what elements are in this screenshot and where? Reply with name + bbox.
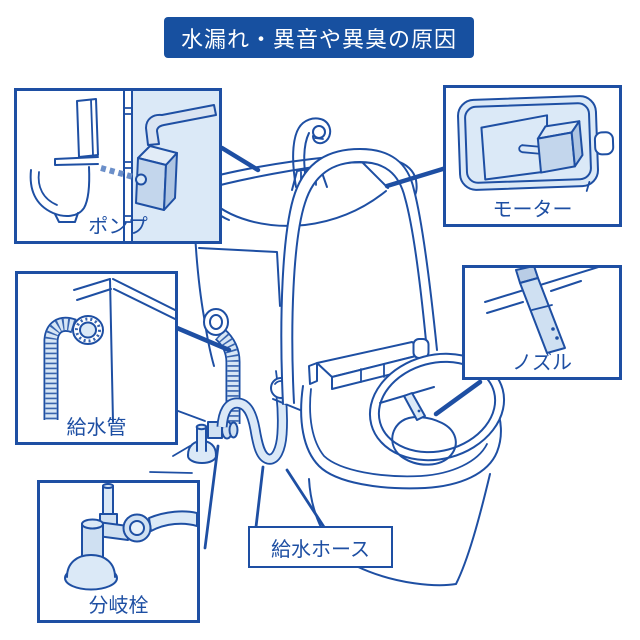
control-panel xyxy=(308,338,430,390)
hidden-pipe-dashes xyxy=(100,165,138,181)
diagram-title-banner: 水漏れ・異音や異臭の原因 xyxy=(164,17,474,58)
callout-branch-valve: 分岐栓 xyxy=(37,480,200,623)
leader-line-nozzle xyxy=(433,379,483,417)
pump-illustration xyxy=(29,91,219,241)
callout-label-pump: ポンプ xyxy=(88,214,148,238)
callout-label-supply-pipe: 給水管 xyxy=(66,415,127,439)
supply-pipe-illustration xyxy=(43,278,175,423)
branch-valve-drawing xyxy=(187,420,239,464)
callout-label-supply-hose: 給水ホース xyxy=(271,536,370,561)
branch-valve-illustration xyxy=(64,483,197,591)
motor-illustration xyxy=(457,95,615,192)
leader-line-supply-pipe xyxy=(174,325,232,353)
callout-motor: モーター xyxy=(443,85,622,227)
lid-arch xyxy=(280,148,438,405)
leader-line-motor xyxy=(384,165,449,189)
leader-line-hose-left xyxy=(254,465,265,529)
leader-line-hose-right xyxy=(285,468,326,529)
mini-toilet xyxy=(29,98,99,223)
leader-lines xyxy=(174,145,483,550)
nozzle-illustration xyxy=(484,268,599,354)
tank-corner-edge xyxy=(109,278,114,423)
callout-supply-hose: 給水ホース xyxy=(248,526,393,568)
pump-pipe xyxy=(145,104,217,146)
leader-line-branch-valve xyxy=(203,444,220,550)
callout-supply-pipe: 給水管 xyxy=(15,271,178,445)
bowl-interior xyxy=(379,386,457,466)
bowl-rim xyxy=(368,352,506,462)
callout-label-nozzle: ノズル xyxy=(512,350,572,374)
callout-nozzle: ノズル xyxy=(462,265,622,380)
callout-pump: ポンプ xyxy=(14,88,222,244)
nozzle-rod xyxy=(519,277,566,354)
diagram-title: 水漏れ・異音や異臭の原因 xyxy=(180,27,457,53)
callout-label-branch-valve: 分岐栓 xyxy=(88,593,149,617)
hose-stub xyxy=(148,510,197,532)
callout-label-motor: モーター xyxy=(492,197,573,221)
pump-unit xyxy=(135,104,217,211)
leader-line-pump xyxy=(219,145,261,173)
washlet-edge-lines xyxy=(484,268,599,314)
